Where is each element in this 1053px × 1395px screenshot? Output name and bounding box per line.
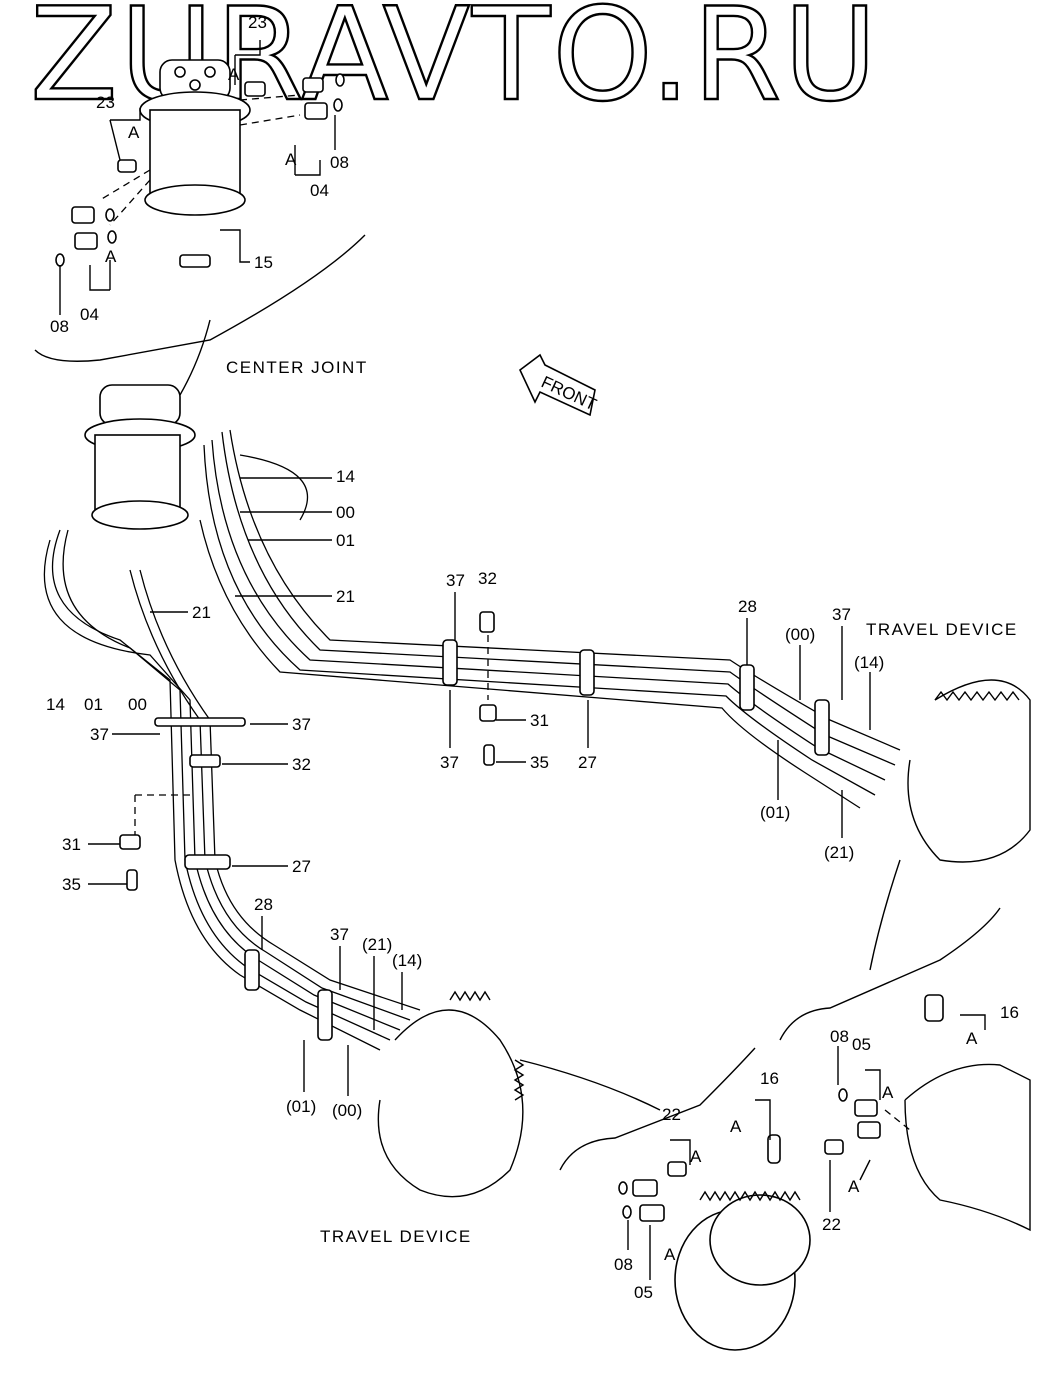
hose-bundle-right <box>199 429 901 809</box>
caption-center-joint: CENTER JOINT <box>226 358 368 377</box>
travel-device-right <box>907 679 1031 863</box>
clamps <box>119 611 830 1041</box>
callout-a: A <box>128 123 140 142</box>
callout-08: 08 <box>50 317 69 336</box>
callout-22: 22 <box>822 1215 841 1234</box>
callout-a: A <box>730 1117 742 1136</box>
callout-22: 22 <box>662 1105 681 1124</box>
callout-14: 14 <box>46 695 65 714</box>
callout-15: 15 <box>254 253 273 272</box>
callout-01: 01 <box>336 531 355 550</box>
callout-37: 37 <box>90 725 109 744</box>
callout-a: A <box>285 150 297 169</box>
callout-00: 00 <box>128 695 147 714</box>
center-joint-detail <box>139 59 251 216</box>
callout-21-ref: (21) <box>824 843 854 862</box>
center-joint-inset <box>34 40 366 396</box>
callout-23: 23 <box>248 13 267 32</box>
callout-00-ref: (00) <box>332 1101 362 1120</box>
callout-a: A <box>228 65 240 84</box>
front-arrow <box>518 353 596 417</box>
callout-27: 27 <box>578 753 597 772</box>
inset-right-travel-fitting <box>779 859 1031 1232</box>
callout-32: 32 <box>478 569 497 588</box>
callout-23: 23 <box>96 93 115 112</box>
callout-01-ref: (01) <box>760 803 790 822</box>
callout-a: A <box>664 1245 676 1264</box>
callout-a: A <box>966 1029 978 1048</box>
callout-28: 28 <box>254 895 273 914</box>
callout-37: 37 <box>832 605 851 624</box>
callout-00: 00 <box>336 503 355 522</box>
callout-a: A <box>690 1147 702 1166</box>
callout-31: 31 <box>62 835 81 854</box>
callout-05: 05 <box>852 1035 871 1054</box>
callout-08: 08 <box>330 153 349 172</box>
callout-37: 37 <box>330 925 349 944</box>
callout-a: A <box>848 1177 860 1196</box>
callout-21-ref: (21) <box>362 935 392 954</box>
callout-37: 37 <box>440 753 459 772</box>
callout-05: 05 <box>634 1283 653 1302</box>
inset-left-travel-fitting <box>519 1047 811 1351</box>
callout-32: 32 <box>292 755 311 774</box>
callout-21: 21 <box>336 587 355 606</box>
callout-08: 08 <box>830 1027 849 1046</box>
fitting-04-set-right <box>244 73 345 120</box>
travel-device-bottom <box>377 990 525 1198</box>
callout-16: 16 <box>1000 1003 1019 1022</box>
callout-00-ref: (00) <box>785 625 815 644</box>
callout-16: 16 <box>760 1069 779 1088</box>
callout-28: 28 <box>738 597 757 616</box>
callout-14-ref: (14) <box>854 653 884 672</box>
hose-bundle-left <box>43 529 421 1051</box>
callout-04: 04 <box>80 305 99 324</box>
callout-35: 35 <box>62 875 81 894</box>
callout-35: 35 <box>530 753 549 772</box>
caption-travel-device-bottom: TRAVEL DEVICE <box>320 1227 472 1246</box>
fitting-04-set-left <box>55 159 211 268</box>
callout-21: 21 <box>192 603 211 622</box>
callout-01-ref: (01) <box>286 1097 316 1116</box>
callout-a: A <box>105 247 117 266</box>
callout-14-ref: (14) <box>392 951 422 970</box>
callout-01: 01 <box>84 695 103 714</box>
callout-a: A <box>882 1083 894 1102</box>
callout-37: 37 <box>292 715 311 734</box>
callout-08: 08 <box>614 1255 633 1274</box>
callout-27: 27 <box>292 857 311 876</box>
main-center-joint <box>84 384 196 530</box>
caption-travel-device-right: TRAVEL DEVICE <box>866 620 1018 639</box>
callout-14: 14 <box>336 467 355 486</box>
callout-37: 37 <box>446 571 465 590</box>
callout-31: 31 <box>530 711 549 730</box>
callout-04: 04 <box>310 181 329 200</box>
